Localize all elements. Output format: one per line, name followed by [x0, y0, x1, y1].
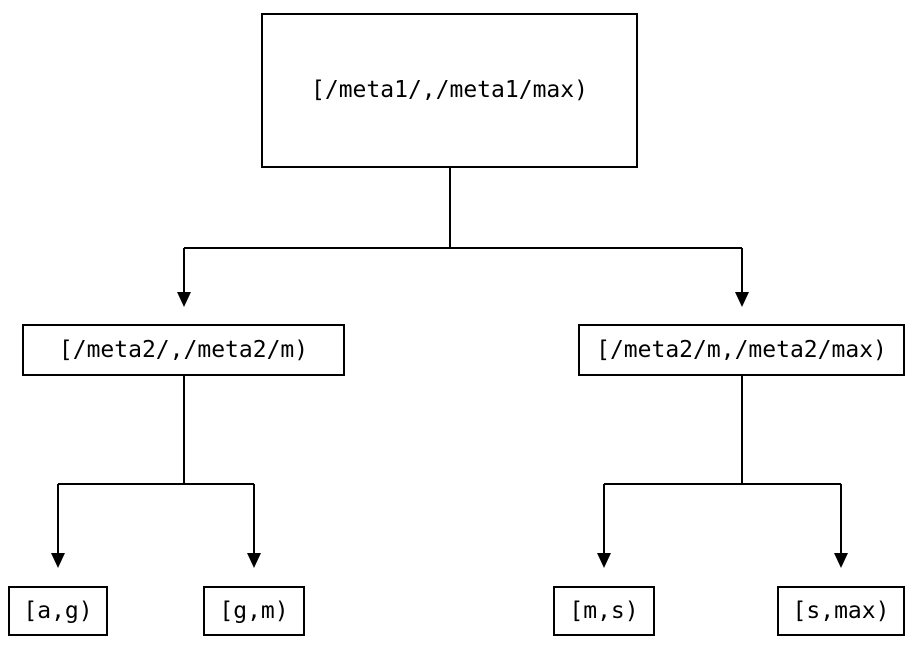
arrowhead-down-icon — [247, 553, 261, 568]
node-label: [/meta1/,/meta1/max) — [311, 77, 588, 103]
edge-left-to-leaves — [51, 376, 261, 568]
node-label: [a,g) — [23, 597, 93, 624]
node-label: [/meta2/,/meta2/m) — [58, 336, 309, 363]
node-meta2-lower-range: [/meta2/,/meta2/m) — [22, 324, 345, 376]
arrowhead-down-icon — [735, 292, 749, 307]
node-leaf-m-s: [m,s) — [553, 586, 655, 636]
arrowhead-down-icon — [51, 553, 65, 568]
node-label: [m,s) — [569, 597, 639, 624]
edge-root-to-children — [177, 168, 749, 307]
node-label: [s,max) — [792, 597, 890, 624]
edge-right-to-leaves — [597, 376, 848, 568]
node-meta2-upper-range: [/meta2/m,/meta2/max) — [578, 324, 905, 376]
node-label: [g,m) — [219, 597, 289, 624]
node-leaf-g-m: [g,m) — [203, 586, 305, 636]
node-label: [/meta2/m,/meta2/max) — [596, 336, 887, 363]
node-root-meta1-range: [/meta1/,/meta1/max) — [261, 13, 638, 168]
arrowhead-down-icon — [834, 553, 848, 568]
node-leaf-a-g: [a,g) — [8, 586, 108, 636]
arrowhead-down-icon — [597, 553, 611, 568]
arrowhead-down-icon — [177, 292, 191, 307]
node-leaf-s-max: [s,max) — [777, 586, 905, 636]
